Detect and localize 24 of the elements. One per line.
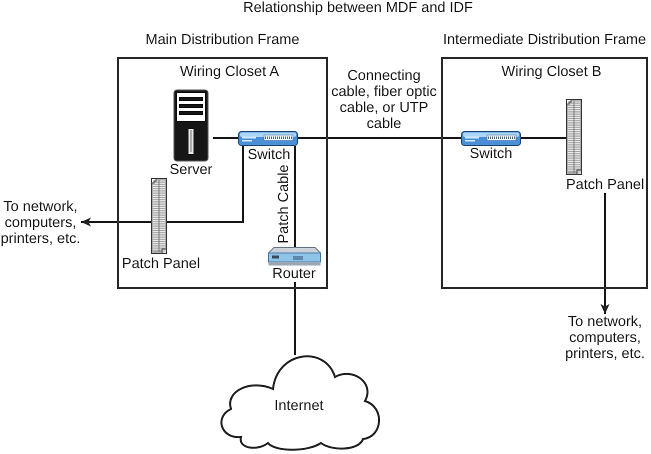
arrow xyxy=(600,193,610,314)
connector-line xyxy=(213,137,238,139)
connector-line xyxy=(298,137,461,139)
device-label: Patch Panel xyxy=(566,177,644,193)
device-label: Router xyxy=(272,266,316,282)
switch-icon xyxy=(238,131,298,146)
connector-line xyxy=(294,282,296,355)
cloud-label: Internet xyxy=(274,398,324,414)
connector-line xyxy=(167,146,244,223)
connector-line xyxy=(521,137,566,139)
device-label: Server xyxy=(170,162,212,178)
note-text: To network, computers, printers, etc. xyxy=(563,314,647,362)
frame-heading: Intermediate Distribution Frame xyxy=(442,32,646,48)
closet-label: Wiring Closet B xyxy=(502,64,602,80)
device-label: Switch xyxy=(470,146,512,162)
arrow xyxy=(81,218,151,226)
device-label: Patch Panel xyxy=(122,256,200,272)
patch-panel-icon xyxy=(151,178,167,254)
closet-label: Wiring Closet A xyxy=(180,64,280,80)
connector-line xyxy=(294,146,296,247)
diagram-title: Relationship between MDF and IDF xyxy=(243,0,473,16)
frame-heading: Main Distribution Frame xyxy=(146,32,300,48)
note-text: To network, computers, printers, etc. xyxy=(0,199,81,247)
device-label: Switch xyxy=(248,147,290,163)
